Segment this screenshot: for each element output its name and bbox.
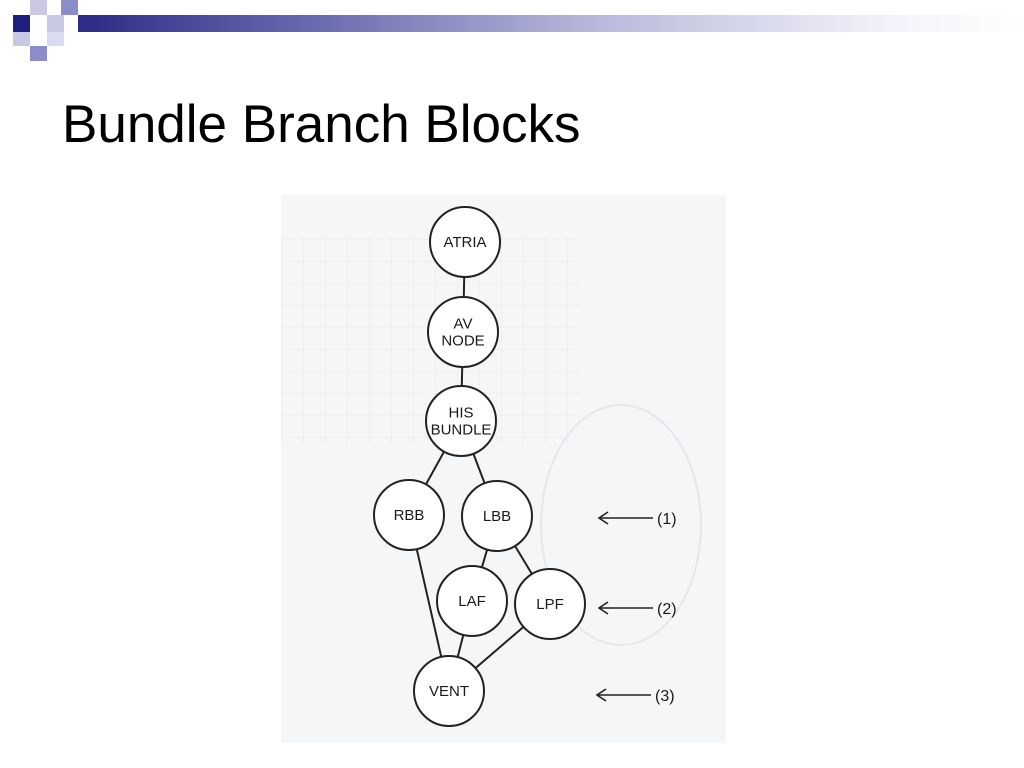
slide-title: Bundle Branch Blocks: [62, 95, 581, 154]
node-label: LBB: [483, 508, 511, 525]
node-circle: [373, 479, 445, 551]
diagram-edges: [415, 276, 533, 669]
node-circle: [425, 385, 497, 457]
corner-square-mid: [30, 46, 47, 61]
arrow-head-icon: [597, 511, 609, 525]
node-circle: [436, 565, 508, 637]
node-circle: [514, 568, 586, 640]
marker-3: (3): [595, 688, 675, 705]
corner-square-dark: [13, 15, 30, 32]
node-circle: [429, 206, 501, 278]
marker-label: (2): [657, 601, 677, 618]
corner-square-mid: [61, 0, 78, 15]
corner-square-light: [30, 0, 47, 15]
node-lpf: LPF: [514, 568, 586, 640]
edge-his-bundle-to-rbb: [425, 451, 445, 485]
node-vent: VENT: [413, 655, 485, 727]
arrow-head-icon: [597, 601, 609, 615]
diagram-markers: (1) (2) (3): [595, 511, 677, 705]
node-circle: [427, 296, 499, 368]
marker-label: (1): [657, 511, 677, 528]
corner-square-light: [47, 32, 64, 46]
node-atria: ATRIA: [429, 206, 501, 278]
arrow-head-icon: [595, 688, 607, 702]
node-laf: LAF: [436, 565, 508, 637]
edge-rbb-to-vent: [415, 548, 443, 658]
corner-square-light: [13, 32, 30, 46]
node-label: AV: [454, 316, 473, 333]
node-label: BUNDLE: [431, 422, 492, 439]
edge-his-bundle-to-lbb: [472, 453, 486, 484]
node-label: VENT: [429, 683, 469, 700]
marker-1: (1): [597, 511, 677, 528]
edge-lpf-to-vent: [474, 626, 525, 669]
faint-bleedthrough-shape: [540, 404, 702, 646]
node-label: HIS: [448, 405, 473, 422]
corner-square-light: [47, 15, 64, 32]
node-circle: [461, 480, 533, 552]
edge-laf-to-vent: [456, 634, 465, 658]
header-gradient-bar: [78, 15, 1024, 32]
node-lbb: LBB: [461, 480, 533, 552]
node-label: LAF: [458, 593, 486, 610]
edge-lbb-to-lpf: [514, 545, 533, 575]
node-label: ATRIA: [443, 234, 486, 251]
node-rbb: RBB: [373, 479, 445, 551]
marker-2: (2): [597, 601, 677, 618]
node-label: NODE: [441, 333, 484, 350]
node-circle: [413, 655, 485, 727]
marker-label: (3): [655, 688, 675, 705]
node-label: LPF: [536, 596, 564, 613]
node-label: RBB: [394, 507, 425, 524]
edge-lbb-to-laf: [480, 549, 489, 568]
